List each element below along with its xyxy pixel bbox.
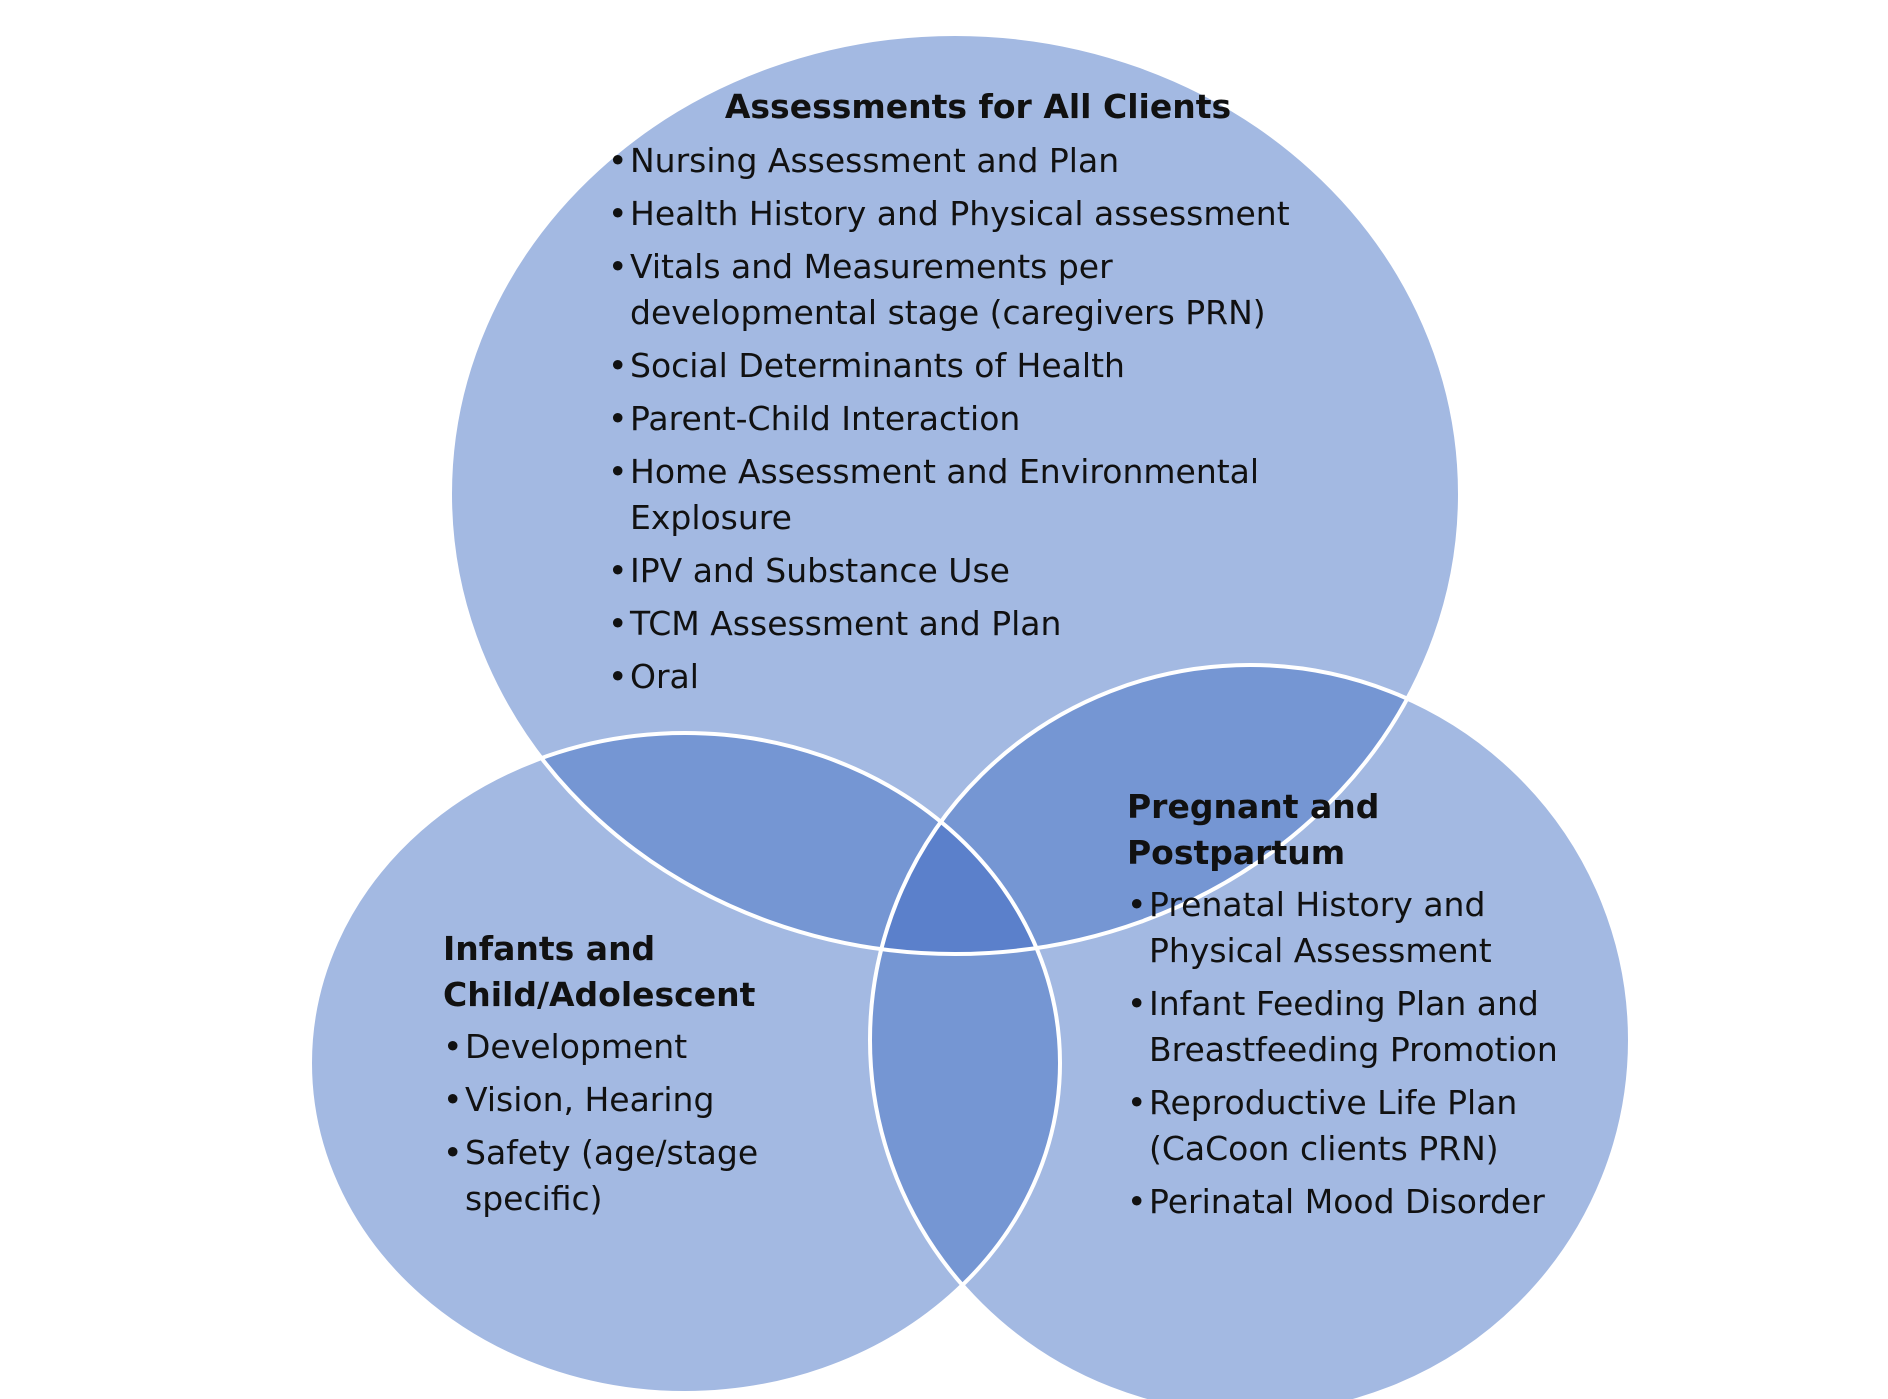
infants-child-item: Safety (age/stage specific): [443, 1130, 823, 1222]
all-clients-item: Vitals and Measurements per developmenta…: [608, 244, 1328, 336]
infants-child-item: Development: [443, 1024, 823, 1070]
pregnant-postpartum-list: Prenatal History and Physical Assessment…: [1127, 882, 1567, 1225]
infants-child-list: DevelopmentVision, HearingSafety (age/st…: [443, 1024, 823, 1222]
all-clients-item: TCM Assessment and Plan: [608, 601, 1328, 647]
all-clients-item: Nursing Assessment and Plan: [608, 138, 1328, 184]
pregnant-postpartum-title: Pregnant and Postpartum: [1127, 787, 1380, 872]
pregnant-postpartum-item: Perinatal Mood Disorder: [1127, 1179, 1567, 1225]
outline-infants-child: [308, 731, 1062, 1395]
all-clients-list: Nursing Assessment and PlanHealth Histor…: [608, 138, 1328, 700]
infants-child-item: Vision, Hearing: [443, 1077, 823, 1123]
infants-child-title: Infants and Child/Adolescent: [443, 929, 756, 1014]
pregnant-postpartum-item: Reproductive Life Plan (CaCoon clients P…: [1127, 1080, 1567, 1172]
all-clients-item: Social Determinants of Health: [608, 343, 1328, 389]
pregnant-postpartum-item: Prenatal History and Physical Assessment: [1127, 882, 1567, 974]
all-clients-item: Health History and Physical assessment: [608, 191, 1328, 237]
all-clients-item: Home Assessment and Environmental Explos…: [608, 449, 1328, 541]
all-clients-item: Oral: [608, 654, 1328, 700]
all-clients-title: Assessments for All Clients: [724, 87, 1232, 126]
pregnant-postpartum-item: Infant Feeding Plan and Breastfeeding Pr…: [1127, 981, 1567, 1073]
infants-child-block: Infants and Child/Adolescent Development…: [443, 926, 823, 1229]
all-clients-item: Parent-Child Interaction: [608, 396, 1328, 442]
all-clients-block: Assessments for All Clients Nursing Asse…: [608, 84, 1328, 707]
pregnant-postpartum-block: Pregnant and Postpartum Prenatal History…: [1127, 784, 1567, 1232]
all-clients-item: IPV and Substance Use: [608, 548, 1328, 594]
outline-all-clients: [448, 32, 1462, 956]
